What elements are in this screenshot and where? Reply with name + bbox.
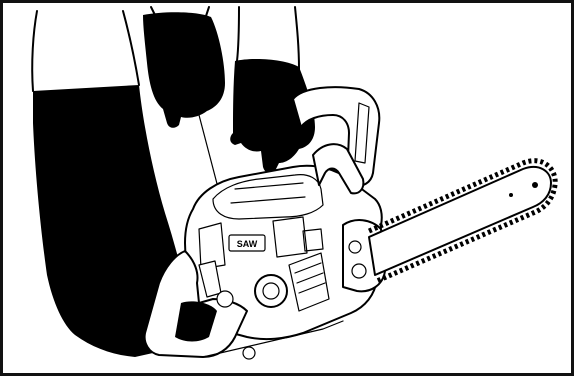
choke-knob-icon [217,291,233,307]
brand-mark: SAW [237,239,258,249]
left-arm [143,7,225,199]
chainsaw-illustration: SAW [3,3,574,379]
right-arm [230,7,315,173]
guide-bar [369,167,551,275]
brand-plate: SAW [229,235,265,251]
bar-nose-rivet-icon [532,182,538,188]
tensioner-icon [349,241,361,253]
starter-housing [255,275,287,307]
left-glove [143,12,225,128]
bar-nut-icon [352,264,366,278]
chainsaw: SAW [145,87,556,359]
